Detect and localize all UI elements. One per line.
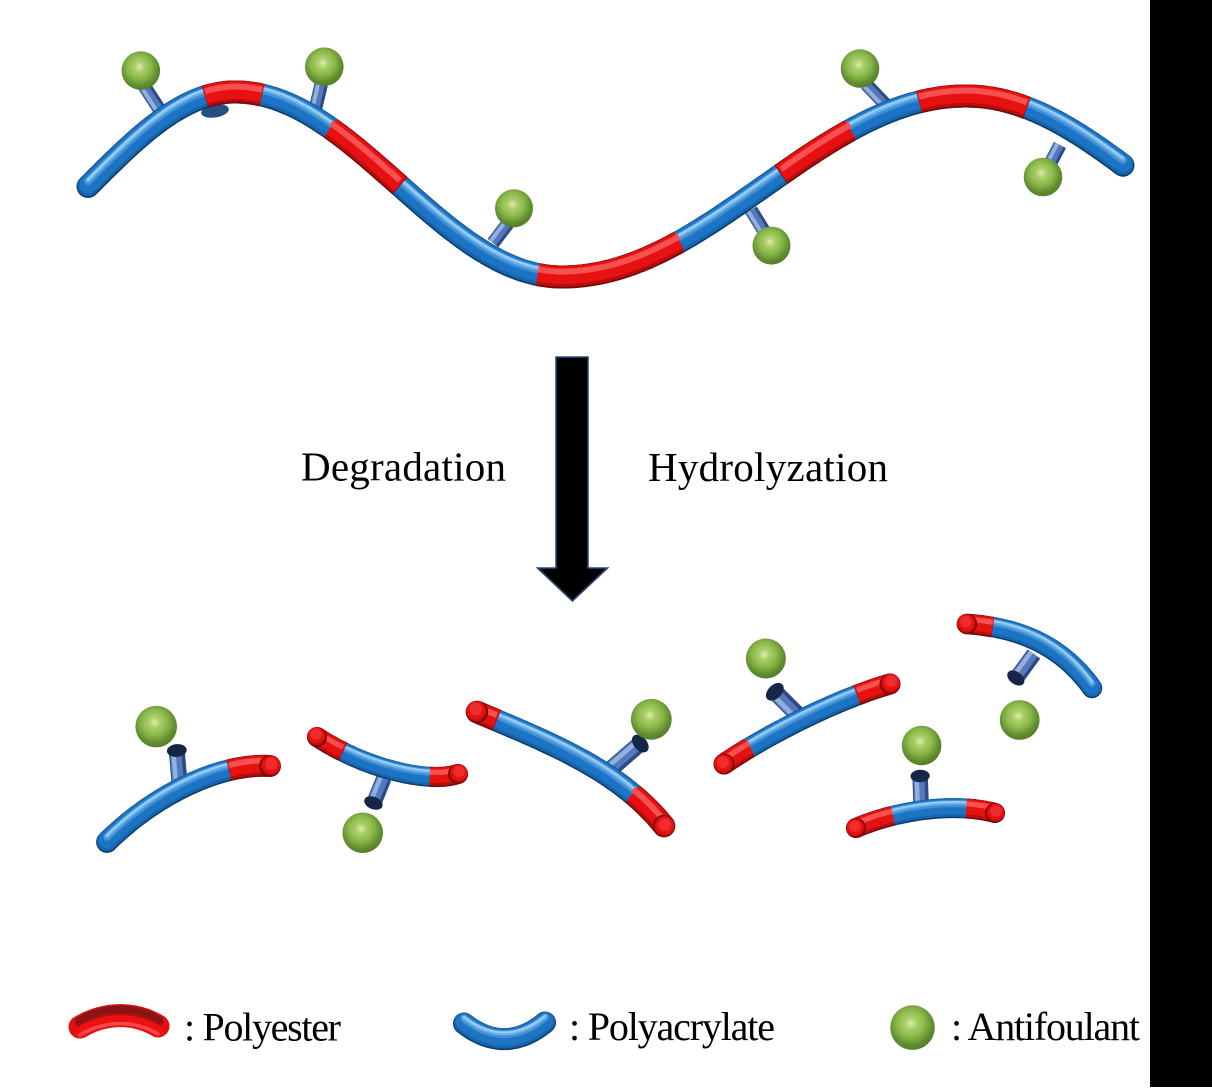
svg-text:Degradation: Degradation: [301, 444, 506, 490]
svg-text:Hydrolyzation: Hydrolyzation: [648, 444, 888, 490]
svg-text:: Antifoulant: : Antifoulant: [951, 1004, 1140, 1049]
svg-text:: Polyester: : Polyester: [184, 1005, 341, 1050]
svg-text:: Polyacrylate: : Polyacrylate: [569, 1004, 775, 1049]
